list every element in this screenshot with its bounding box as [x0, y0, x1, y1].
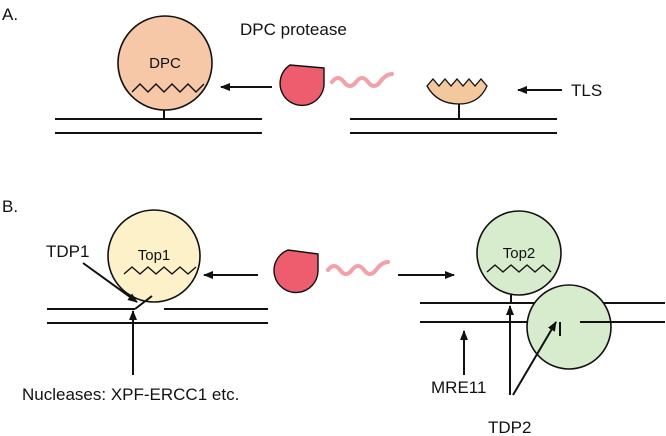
- top2-zigzag: [486, 264, 552, 273]
- top2-subunit-b: [526, 284, 612, 370]
- panel-a-label: A.: [2, 5, 18, 24]
- mre11-label: MRE11: [431, 378, 486, 397]
- dpc-label: DPC: [149, 55, 181, 72]
- protease-label: DPC protease: [240, 20, 347, 39]
- peptide-fragment-a: [330, 72, 394, 88]
- top1-protein: [107, 209, 201, 303]
- tdp1-label: TDP1: [46, 242, 89, 261]
- top2-label: Top2: [503, 245, 536, 262]
- peptide-fragment-b: [326, 260, 390, 276]
- nucleases-label: Nucleases: XPF-ERCC1 etc.: [22, 385, 239, 404]
- tdp2-label: TDP2: [488, 418, 531, 436]
- top2-protein: [476, 210, 562, 296]
- tls-label: TLS: [571, 81, 602, 100]
- dpc-protease-icon-b: [273, 249, 319, 294]
- dpc-protein: [117, 15, 213, 111]
- panel-b-label: B.: [2, 197, 18, 216]
- top1-zigzag: [123, 266, 197, 275]
- dpc-zigzag: [131, 83, 205, 93]
- arrow-tdp2-b: [512, 321, 557, 396]
- dpc-protease-icon: [279, 64, 325, 107]
- top1-crosslink: [134, 295, 153, 310]
- peptide-remnant: [426, 78, 488, 105]
- arrow-tdp1: [82, 262, 138, 303]
- top1-label: Top1: [138, 247, 171, 264]
